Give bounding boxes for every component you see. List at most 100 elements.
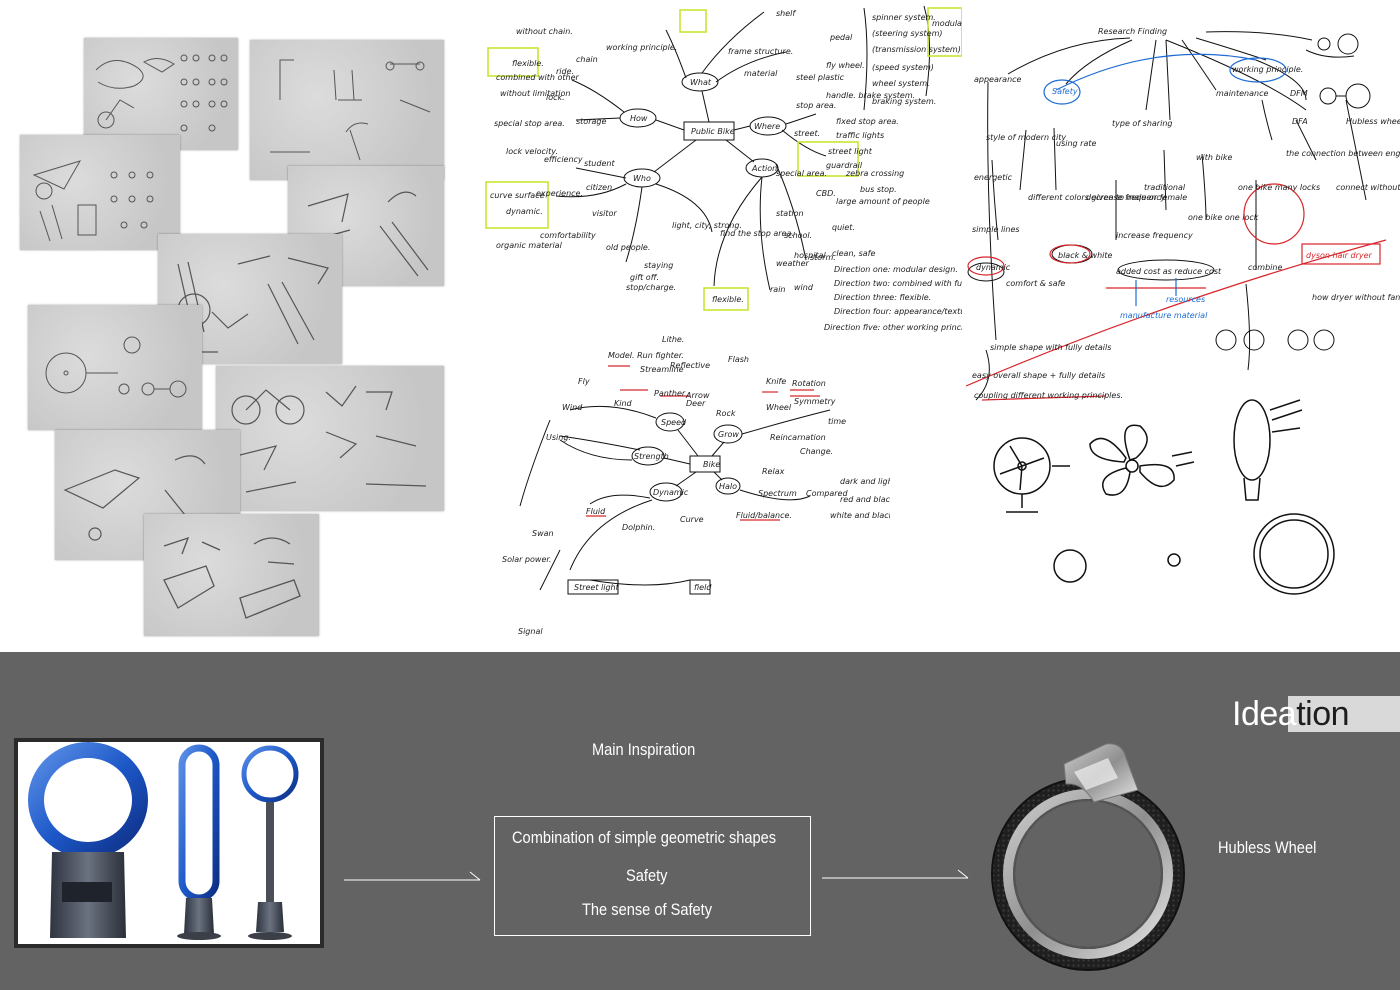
svg-text:lock.: lock. [546, 93, 565, 102]
svg-text:bus stop.: bus stop. [860, 185, 897, 194]
svg-text:wind: wind [794, 283, 814, 292]
svg-text:Streamline: Streamline [640, 365, 684, 374]
svg-text:Hubless wheel: Hubless wheel [1346, 117, 1400, 126]
svg-text:ride.: ride. [556, 67, 574, 76]
svg-text:What: What [690, 78, 712, 87]
svg-text:Direction three: flexible.: Direction three: flexible. [834, 293, 931, 302]
svg-text:DFM: DFM [1290, 89, 1308, 98]
svg-text:Direction two: combined with f: Direction two: combined with function. [834, 279, 962, 288]
svg-text:clean, safe: clean, safe [832, 249, 875, 258]
svg-text:Public Bike: Public Bike [691, 127, 735, 136]
hubless-wheel-label: Hubless Wheel [1218, 838, 1317, 857]
svg-text:type of sharing: type of sharing [1112, 119, 1172, 128]
svg-text:black & white: black & white [1058, 251, 1113, 260]
svg-text:resources: resources [1166, 295, 1205, 304]
svg-text:Rotation: Rotation [792, 379, 826, 388]
svg-text:combined with other: combined with other [496, 73, 580, 82]
svg-text:old people.: old people. [606, 243, 650, 252]
svg-text:energetic: energetic [974, 173, 1013, 182]
svg-text:Wheel: Wheel [766, 403, 792, 412]
svg-text:working principle.: working principle. [1232, 65, 1303, 74]
svg-text:Safety: Safety [1052, 87, 1078, 96]
svg-text:citizen: citizen [586, 183, 612, 192]
svg-text:handle. brake system.: handle. brake system. [826, 91, 915, 100]
svg-text:flexible.: flexible. [512, 59, 544, 68]
svg-text:Symmetry: Symmetry [794, 397, 836, 406]
svg-text:(steering system): (steering system) [872, 29, 943, 38]
svg-text:street light: street light [828, 147, 873, 156]
svg-text:spinner system.: spinner system. [872, 13, 936, 22]
svg-text:appearance: appearance [974, 75, 1022, 84]
svg-text:using rate: using rate [1056, 139, 1096, 148]
svg-text:experience.: experience. [536, 189, 583, 198]
svg-text:Deer: Deer [686, 399, 706, 408]
svg-text:white and black: white and black [830, 511, 890, 520]
svg-text:Signal: Signal [518, 627, 543, 636]
svg-text:Halo: Halo [719, 482, 737, 491]
svg-text:added cost as reduce cost: added cost as reduce cost [1116, 267, 1222, 276]
svg-text:without limitation: without limitation [500, 89, 570, 98]
sketch-sheet-6 [28, 305, 202, 430]
svg-text:Using.: Using. [546, 433, 571, 442]
svg-text:Wind: Wind [562, 403, 583, 412]
svg-text:Solar power.: Solar power. [502, 555, 551, 564]
sketch-sheet-3 [20, 135, 180, 250]
svg-text:storage: storage [576, 117, 606, 126]
sketch-sheet-2 [250, 40, 444, 180]
svg-text:traditional: traditional [1144, 183, 1186, 192]
svg-text:the connection between enginee: the connection between engineer and desi… [1286, 149, 1400, 158]
svg-text:pedal: pedal [829, 33, 853, 42]
svg-text:zebra crossing: zebra crossing [845, 169, 904, 178]
svg-text:CBD.: CBD. [816, 189, 836, 198]
svg-text:Speed: Speed [661, 418, 687, 427]
ideation-title: Ideation [1232, 694, 1350, 734]
svg-text:Reincarnation: Reincarnation [770, 433, 826, 442]
svg-text:lock velocity.: lock velocity. [506, 147, 558, 156]
arrow-to-wheel [822, 869, 969, 879]
svg-text:Strength: Strength [634, 452, 669, 461]
svg-text:Spectrum: Spectrum [758, 489, 797, 498]
svg-text:hospital: hospital [794, 251, 826, 260]
svg-text:school.: school. [784, 231, 812, 240]
svg-text:modular design: modular design [932, 19, 962, 28]
svg-text:Bike: Bike [703, 460, 720, 469]
svg-text:Action: Action [751, 164, 777, 173]
svg-text:Dynamic: Dynamic [653, 488, 689, 497]
svg-text:staying: staying [644, 261, 673, 270]
svg-text:Curve: Curve [680, 515, 704, 524]
svg-text:weather: weather [776, 259, 809, 268]
svg-text:increase frequency: increase frequency [1116, 231, 1193, 240]
svg-text:Where: Where [754, 122, 780, 131]
hubless-wheel-render [991, 743, 1185, 971]
svg-text:Rock: Rock [716, 409, 736, 418]
svg-text:manufacture material: manufacture material [1120, 311, 1208, 320]
svg-text:Lithe.: Lithe. [662, 335, 684, 344]
svg-text:(transmission system): (transmission system) [872, 45, 961, 54]
svg-text:simple shape with fully detail: simple shape with fully details [990, 343, 1111, 352]
svg-text:decrease frequency: decrease frequency [1086, 193, 1166, 202]
svg-text:Flash: Flash [728, 355, 749, 364]
svg-text:flexible.: flexible. [712, 295, 744, 304]
svg-text:(speed system): (speed system) [872, 63, 934, 72]
svg-text:dark and light: dark and light [840, 477, 890, 486]
sketch-sheet-7 [216, 366, 444, 511]
svg-text:Arrow: Arrow [685, 391, 710, 400]
svg-text:Kind: Kind [614, 399, 633, 408]
svg-text:large amount of people: large amount of people [836, 197, 930, 206]
svg-text:storm.: storm. [810, 253, 836, 262]
svg-text:Street light: Street light [574, 583, 620, 592]
svg-text:stop/charge.: stop/charge. [626, 283, 676, 292]
svg-text:Research Finding: Research Finding [1098, 27, 1167, 36]
svg-text:dyson hair dryer: dyson hair dryer [1306, 251, 1373, 260]
svg-text:maintenance: maintenance [1216, 89, 1268, 98]
svg-text:one bike many locks: one bike many locks [1238, 183, 1320, 192]
svg-text:Relax: Relax [762, 467, 785, 476]
svg-text:wheel system.: wheel system. [872, 79, 930, 88]
svg-text:Direction four: appearance/tex: Direction four: appearance/texture. [834, 307, 962, 316]
svg-text:shelf: shelf [776, 9, 796, 18]
svg-text:Panther: Panther [654, 389, 686, 398]
svg-text:steel plastic: steel plastic [796, 73, 845, 82]
